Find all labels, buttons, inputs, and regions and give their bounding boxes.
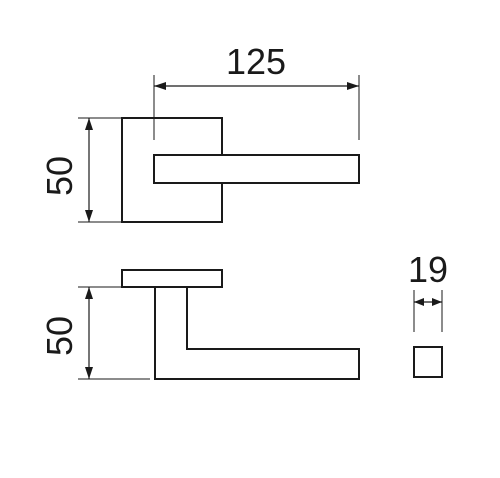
dim-19-arrow-right [432,298,442,306]
dim-19-arrow-left [414,298,424,306]
side-view: 50 [39,269,360,380]
lever-profile-side [154,286,360,380]
top-view: 125 50 [39,41,360,223]
dim-125-label: 125 [226,41,286,82]
section-view: 19 [408,249,448,378]
lever-cross-section [413,346,443,378]
dim-50b-arrow-top [85,287,93,299]
dim-50b-arrow-bottom [85,367,93,379]
dim-125-arrow-left [154,82,166,90]
dim-50b-label: 50 [39,316,80,356]
dim-19-label: 19 [408,249,448,290]
lever-bar-front [153,154,360,184]
dim-125-arrow-right [347,82,359,90]
dim-50a-arrow-top [85,118,93,130]
dim-50a-arrow-bottom [85,210,93,222]
dim-50a-label: 50 [39,156,80,196]
rose-plate-side [121,269,223,288]
